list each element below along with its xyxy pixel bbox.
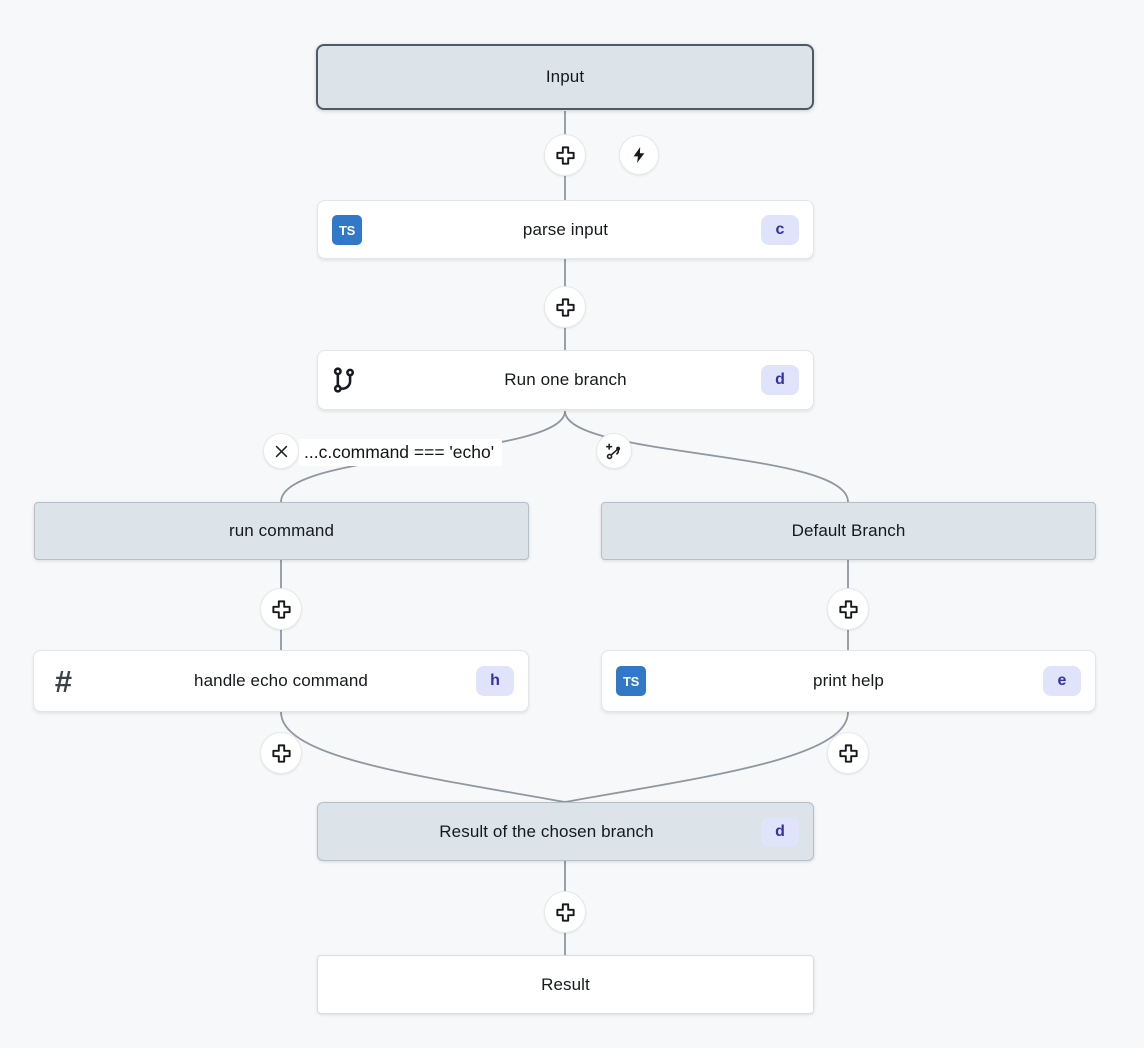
step-id-badge: c [761,214,799,245]
input-node-label: Input [545,67,585,86]
git-branch-icon [333,367,355,393]
edge [280,711,566,803]
step-id-badge: d [761,365,799,395]
result-node-label: Result [541,974,590,994]
step-title: parse input [522,219,609,239]
add-branch-button[interactable] [596,433,632,469]
step-node-parse-input[interactable]: TS parse input c [317,200,814,259]
edge [564,711,849,803]
add-step-button[interactable] [827,732,869,774]
step-id-badge: h [476,666,514,696]
plus-icon [555,145,575,165]
step-node-print-help[interactable]: TS print help e [601,650,1096,712]
hash-icon: # [54,663,72,699]
branch-header-default-branch[interactable]: Default Branch [601,502,1096,560]
add-step-button[interactable] [260,732,302,774]
branch-plus-icon [605,442,620,459]
typescript-icon: TS [332,214,362,245]
step-title: Run one branch [504,370,627,389]
branch-condition-label[interactable]: ...c.command === 'echo' [299,439,503,466]
step-node-handle-echo-command[interactable]: # handle echo command h [33,650,529,712]
typescript-icon: TS [616,666,646,696]
plus-icon [271,743,291,763]
step-id-badge: e [1043,666,1081,696]
step-title: handle echo command [194,671,368,690]
step-node-run-one-branch[interactable]: Run one branch d [317,350,814,410]
branch-result-label: Result of the chosen branch [439,821,654,841]
add-step-button[interactable] [544,891,586,933]
lightning-icon [633,147,645,163]
input-node[interactable]: Input [316,44,814,110]
trigger-button[interactable] [619,135,659,175]
plus-icon [555,902,575,922]
result-node[interactable]: Result [317,955,814,1014]
plus-icon [271,599,291,619]
plus-icon [838,599,858,619]
branch-result-node[interactable]: Result of the chosen branch d [317,802,814,861]
branch-condition-indicator [263,433,299,469]
plus-icon [838,743,858,763]
add-step-button[interactable] [827,588,869,630]
branch-label: Default Branch [791,521,906,540]
add-step-button[interactable] [544,286,586,328]
branch-label: run command [228,521,335,540]
x-icon [275,445,287,457]
add-step-button[interactable] [544,134,586,176]
step-title: print help [813,671,884,690]
step-id-badge: d [761,816,799,847]
branch-header-run-command[interactable]: run command [34,502,529,560]
plus-icon [555,297,575,317]
add-step-button[interactable] [260,588,302,630]
